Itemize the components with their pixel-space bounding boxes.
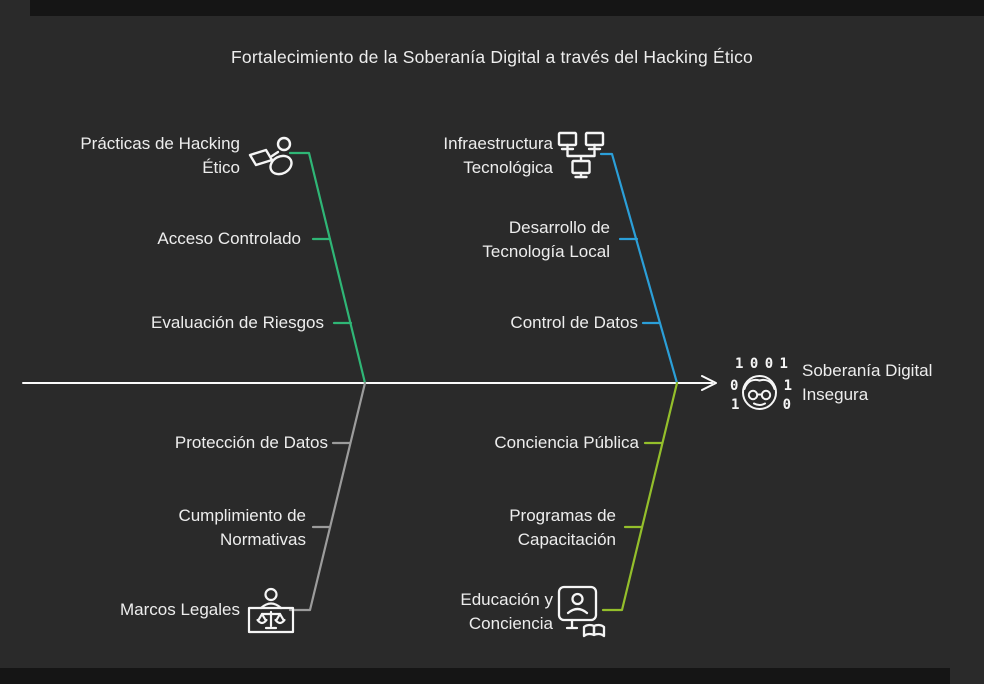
item-label-proteccion-datos: Protección de Datos — [174, 433, 328, 452]
item-label-acceso-controlado: Acceso Controlado — [157, 229, 301, 248]
network-computers-icon-strokes — [557, 131, 605, 179]
binary-row-bottom: 1 0 — [730, 398, 792, 412]
hacker-laptop-icon-strokes — [248, 136, 293, 176]
network-computers-icon — [557, 130, 607, 182]
binary-digit: 1 — [783, 378, 792, 394]
effect-label: Soberanía Digital Insegura — [802, 361, 933, 404]
binary-digit: 1 — [735, 356, 744, 372]
justice-scale-icon — [245, 587, 297, 635]
binary-row-top: 1 0 0 1 — [735, 357, 788, 371]
branch-label-infraestructura: Infraestructura Tecnológica — [443, 134, 553, 177]
branch-educacion-diagonal — [601, 381, 679, 612]
binary-row-middle: 0 1 — [730, 379, 792, 393]
hacker-face-icon — [742, 375, 777, 410]
binary-digit: 0 — [730, 378, 739, 394]
item-label-desarrollo-tecnologia: Desarrollo de Tecnología Local — [482, 218, 610, 261]
hacker-face-icon-strokes — [742, 375, 777, 410]
item-label-control-datos: Control de Datos — [510, 313, 638, 332]
branch-line-practicas — [288, 151, 367, 385]
branch-label-practicas: Prácticas de Hacking Ético — [80, 134, 240, 177]
binary-digit: 0 — [782, 397, 791, 413]
item-label-conciencia-publica: Conciencia Pública — [494, 433, 639, 452]
education-book-icon — [557, 585, 607, 639]
branch-infraestructura-diagonal — [599, 152, 679, 385]
spine-group — [22, 375, 717, 391]
binary-hacker-face-icon: 1 0 0 1 0 1 1 0 — [730, 357, 792, 415]
top-edge-bar — [30, 0, 984, 16]
branch-line-infraestructura — [599, 152, 679, 385]
branch-practicas-diagonal — [288, 151, 367, 385]
diagram-title: Fortalecimiento de la Soberanía Digital … — [231, 47, 753, 67]
branch-line-marcos — [288, 381, 367, 612]
branch-label-marcos: Marcos Legales — [119, 600, 240, 619]
binary-digit: 1 — [731, 397, 740, 413]
hacker-laptop-icon — [247, 134, 303, 184]
item-label-evaluacion-riesgos: Evaluación de Riesgos — [151, 313, 324, 332]
binary-digit: 0 — [764, 356, 774, 372]
spine-arrowhead-icon — [701, 375, 717, 391]
binary-digit: 1 — [779, 356, 788, 372]
branch-line-educacion — [601, 381, 679, 612]
education-book-icon-strokes — [557, 585, 606, 638]
branch-label-educacion: Educación y Conciencia — [460, 590, 553, 633]
justice-scale-icon-strokes — [247, 587, 295, 634]
bottom-edge-bar — [0, 668, 950, 684]
branch-marcos-diagonal — [288, 381, 367, 612]
item-label-programas-capacitacion: Programas de Capacitación — [509, 506, 616, 549]
binary-digit: 0 — [749, 356, 759, 372]
item-label-cumplimiento-normativas: Cumplimiento de Normativas — [178, 506, 306, 549]
